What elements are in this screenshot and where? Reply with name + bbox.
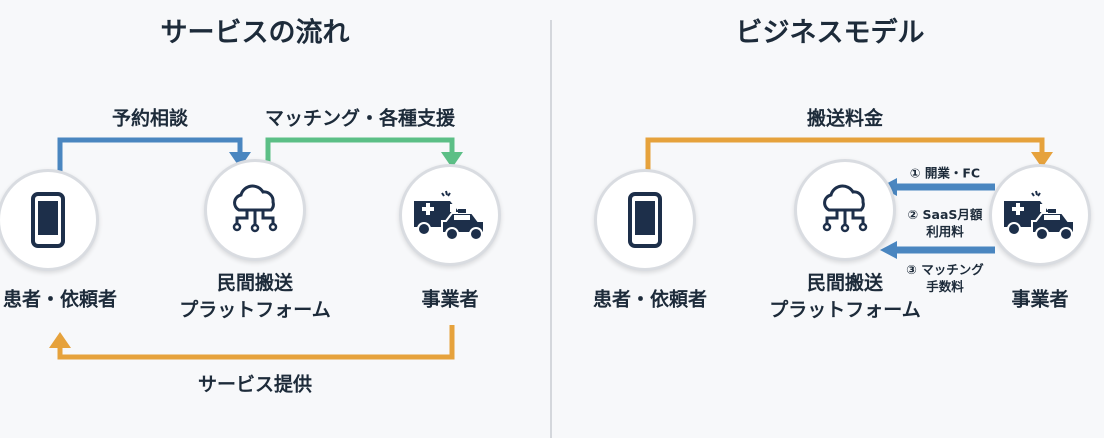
requester-label: 患者・依頼者	[592, 288, 708, 311]
ambulance-taxi-icon	[414, 190, 485, 241]
label-matching: マッチング・各種支援	[264, 107, 456, 130]
arrow-fee	[645, 137, 1045, 185]
arrowhead-fee	[1031, 152, 1053, 168]
label-revenue-2: ② SaaS月額利用料	[907, 207, 983, 239]
operator-label: 事業者	[1011, 288, 1069, 311]
smartphone-icon	[31, 192, 65, 248]
arrowhead-matching	[441, 152, 463, 168]
operator-node	[989, 164, 1091, 266]
cloud-network-icon	[822, 184, 868, 233]
label-revenue-3: ③ マッチング手数料	[906, 262, 984, 294]
label-fee: 搬送料金	[806, 107, 884, 130]
left-title: サービスの流れ	[160, 17, 350, 49]
platform-label: 民間搬送プラットフォーム	[769, 272, 921, 321]
operator-label: 事業者	[421, 288, 479, 311]
operator-node	[399, 164, 501, 266]
arrow-service	[57, 325, 455, 360]
requester-label: 患者・依頼者	[2, 288, 118, 311]
arrow-consult	[57, 137, 243, 185]
platform-node	[204, 159, 306, 261]
label-consult: 予約相談	[111, 107, 189, 130]
requester-node	[0, 169, 99, 271]
right-title: ビジネスモデル	[735, 17, 925, 49]
label-service: サービス提供	[197, 373, 313, 396]
platform-node	[794, 159, 896, 261]
platform-label: 民間搬送プラットフォーム	[179, 272, 331, 321]
label-revenue-1: ① 開業・FC	[909, 165, 981, 181]
cloud-network-icon	[232, 184, 278, 233]
requester-node	[594, 169, 696, 271]
arrowhead-service	[49, 332, 71, 348]
ambulance-taxi-icon	[1004, 190, 1075, 241]
smartphone-icon	[628, 192, 662, 248]
